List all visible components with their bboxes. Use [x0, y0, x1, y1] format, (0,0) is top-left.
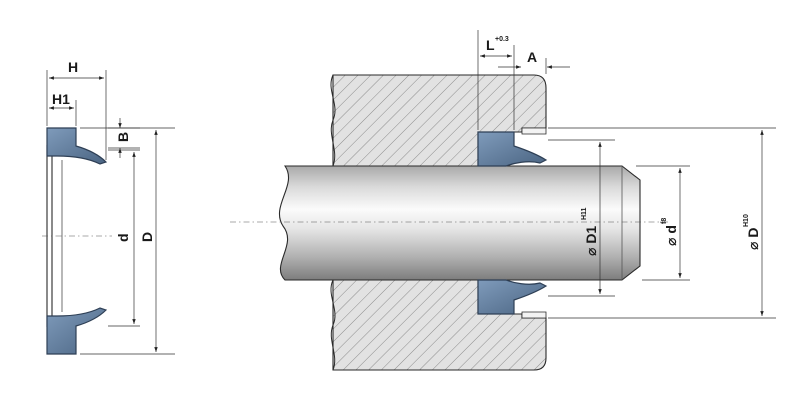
installed-seal-bottom [477, 279, 548, 315]
installation-view: L +0.3 A ⌀ D1 H11 ⌀ d f8 ⌀ D H10 [230, 30, 776, 371]
dim-rod-d-label: ⌀ d [663, 225, 679, 246]
dim-housing-D-tolerance: H10 [743, 214, 750, 227]
dim-H1-label: H1 [52, 91, 70, 107]
dim-L-tolerance: +0.3 [495, 36, 509, 43]
dim-B-label: B [115, 132, 131, 142]
rod-shaft [278, 165, 641, 281]
dim-D1-tolerance: H11 [581, 207, 588, 220]
dim-D-label: D [139, 232, 155, 242]
seal-section-view: H H1 B d D [42, 59, 175, 355]
dim-d-label: d [115, 233, 131, 242]
dim-H-label: H [68, 59, 78, 75]
dim-rod-d-tolerance: f8 [661, 218, 668, 224]
dim-D1-label: ⌀ D1 [583, 226, 599, 256]
installed-seal-top [477, 131, 548, 167]
dim-A-label: A [527, 49, 537, 65]
seal-bottom-profile [46, 307, 108, 355]
seal-top-profile [46, 127, 108, 165]
dim-housing-D-label: ⌀ D [745, 228, 761, 250]
dim-L-label: L [486, 37, 495, 53]
